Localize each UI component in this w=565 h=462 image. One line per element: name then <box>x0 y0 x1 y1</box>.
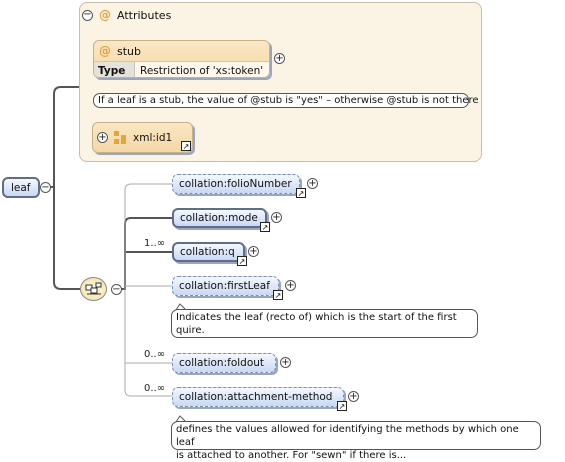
attribute-group-icon <box>114 131 127 144</box>
attribute-stub-expand-icon[interactable]: + <box>274 52 285 64</box>
element-name: collation:foldout <box>179 357 265 369</box>
element-attachment-note-line1: defines the values allowed for identifyi… <box>176 424 519 448</box>
element-name: collation:q <box>180 246 235 258</box>
attribute-stub-header: @ stub <box>94 41 269 61</box>
element-mode-link-icon[interactable]: ↗ <box>260 222 270 232</box>
attribute-at-icon: @ <box>99 8 111 22</box>
element-name: collation:firstLeaf <box>179 280 270 292</box>
element-foldout-cardinality: 0..∞ <box>144 349 166 360</box>
root-element-leaf[interactable]: leaf <box>2 177 40 198</box>
element-firstleaf-note-line1: Indicates the leaf (recto of) which is t… <box>176 312 457 323</box>
element-attachment-link-icon[interactable]: ↗ <box>337 401 347 411</box>
attribute-at-icon: @ <box>99 44 111 58</box>
attributes-header: − @ Attributes <box>82 7 171 23</box>
attribute-type-value: Restriction of 'xs:token' <box>140 64 264 77</box>
root-collapse-icon[interactable]: − <box>40 181 51 193</box>
element-attachment-expand-icon[interactable]: + <box>348 390 359 402</box>
element-q[interactable]: collation:q <box>172 242 245 262</box>
element-attachment-method[interactable]: collation:attachment-method <box>172 387 344 407</box>
sequence-to-foldout-line <box>124 289 172 397</box>
attributes-collapse-icon[interactable]: − <box>82 9 93 21</box>
sequence-compositor[interactable] <box>80 277 107 301</box>
firstleaf-note-pointer <box>175 303 187 311</box>
element-name: collation:attachment-method <box>179 391 333 403</box>
element-attachment-note: defines the values allowed for identifyi… <box>171 421 541 461</box>
group-ref-link-icon[interactable]: ↗ <box>181 141 191 151</box>
element-foldout-expand-icon[interactable]: + <box>280 356 291 368</box>
element-mode-expand-icon[interactable]: + <box>271 211 282 223</box>
element-firstleaf-note: Indicates the leaf (recto of) which is t… <box>171 309 478 338</box>
attribute-stub-note: If a leaf is a stub, the value of @stub … <box>93 93 479 108</box>
sequence-optional-bracket <box>124 183 172 289</box>
element-mode[interactable]: collation:mode <box>172 208 267 228</box>
attribute-stub-note-text: If a leaf is a stub, the value of @stub … <box>98 95 479 106</box>
element-q-expand-icon[interactable]: + <box>248 245 259 257</box>
element-foldout[interactable]: collation:foldout <box>172 353 276 373</box>
root-element-label: leaf <box>11 181 31 194</box>
attribute-group-ref-name: xml:id1 <box>133 131 173 144</box>
sequence-icon <box>85 282 101 295</box>
element-folionumber-expand-icon[interactable]: + <box>307 177 318 189</box>
element-firstleaf[interactable]: collation:firstLeaf <box>172 276 279 296</box>
element-folionumber-link-icon[interactable]: ↗ <box>296 188 306 198</box>
element-name: collation:folioNumber <box>179 178 292 190</box>
root-to-sequence-line <box>53 187 80 290</box>
group-ref-expand-icon[interactable]: + <box>97 131 108 143</box>
element-attachment-cardinality: 0..∞ <box>144 383 166 394</box>
element-attachment-note-line2: is attached to another. For "sewn" if th… <box>176 450 407 461</box>
root-to-attributes-line <box>50 86 79 188</box>
element-name: collation:mode <box>180 212 258 224</box>
element-firstleaf-note-line2: quire. <box>176 325 205 336</box>
attribute-stub-name: stub <box>117 44 141 58</box>
attribute-group-ref-card[interactable]: + xml:id1 <box>92 122 193 153</box>
element-firstleaf-expand-icon[interactable]: + <box>285 279 296 291</box>
attribute-stub-card[interactable]: @ stub Type Restriction of 'xs:token' <box>93 40 270 78</box>
attachment-note-pointer <box>175 415 187 423</box>
element-firstleaf-link-icon[interactable]: ↗ <box>273 290 283 300</box>
attribute-stub-type-row: Type Restriction of 'xs:token' <box>94 61 269 77</box>
element-folionumber[interactable]: collation:folioNumber <box>172 174 300 194</box>
sequence-to-mode-line <box>121 217 172 290</box>
attributes-title: Attributes <box>117 8 172 22</box>
attribute-type-label: Type <box>94 62 135 77</box>
element-q-link-icon[interactable]: ↗ <box>237 256 247 266</box>
sequence-collapse-icon[interactable]: − <box>111 283 122 295</box>
element-q-cardinality: 1..∞ <box>144 238 166 249</box>
